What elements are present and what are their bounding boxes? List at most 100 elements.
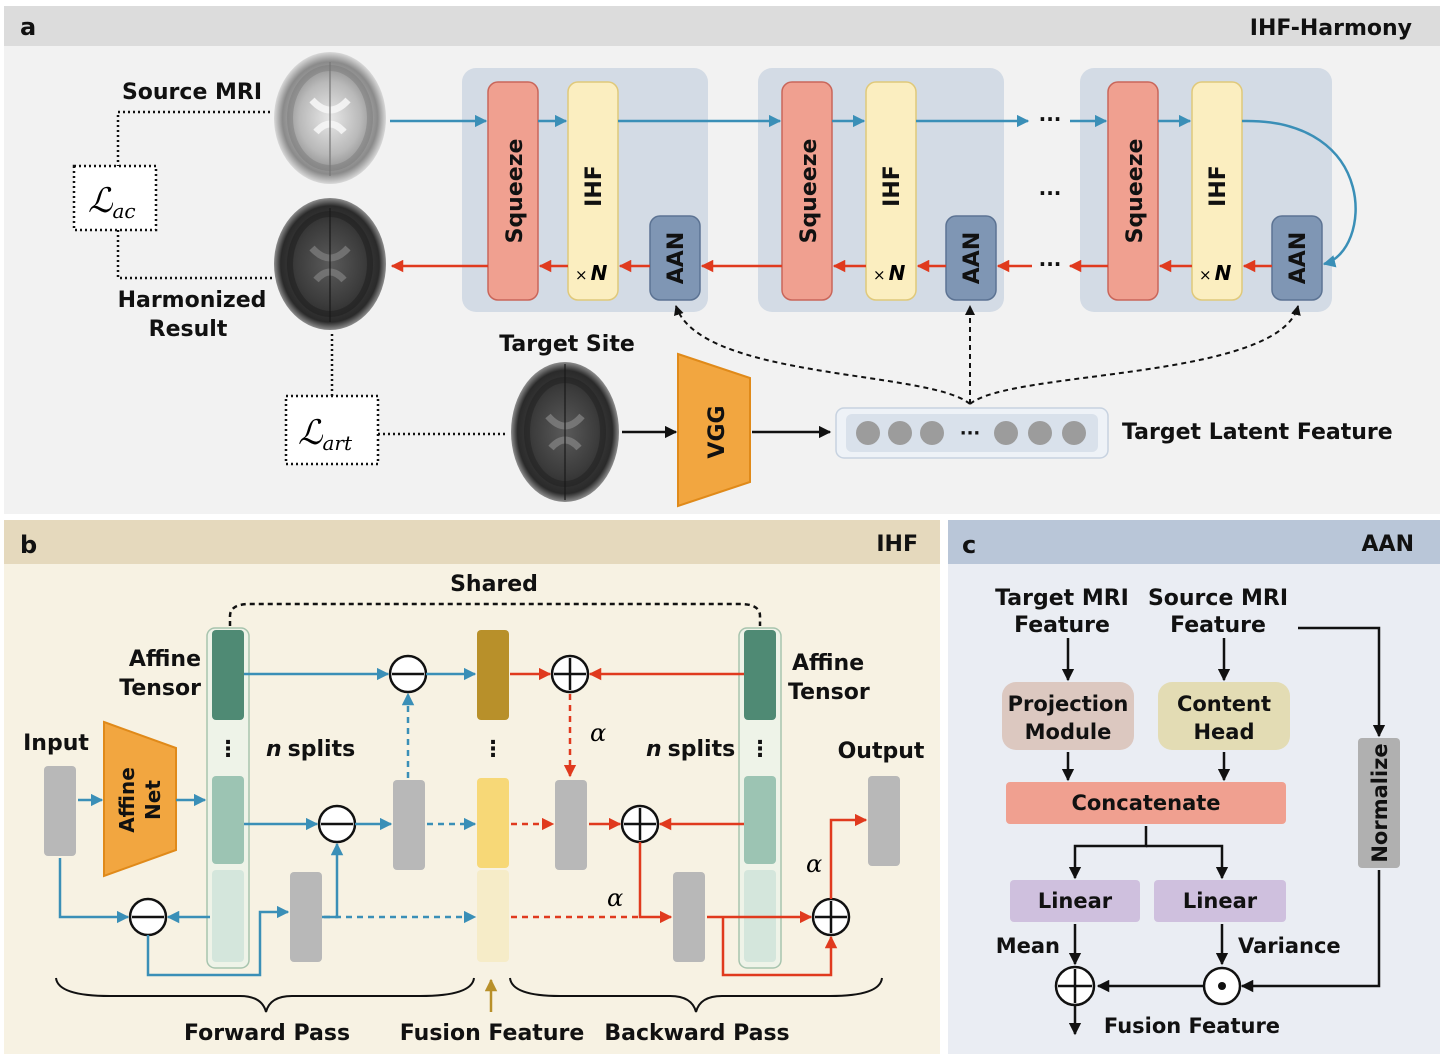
right-affine-label-2: Tensor <box>788 680 870 705</box>
fusion-feature-output-label: Fusion Feature <box>1104 1014 1280 1038</box>
latent-distribution-arrows <box>674 305 1301 405</box>
shared-label: Shared <box>450 572 538 597</box>
normalize-label: Normalize <box>1368 743 1392 862</box>
panel-b-letter: b <box>20 531 37 559</box>
ihf-backward-dashed-arrows <box>511 694 638 919</box>
fusion-feature-label: Fusion Feature <box>400 1021 585 1046</box>
left-affine-block-top <box>212 630 244 720</box>
panel-c-title: AAN <box>1362 532 1414 557</box>
ihf-block <box>1191 81 1243 301</box>
loss-ac-connector <box>116 110 272 280</box>
ellipsis-middle: ··· <box>1039 181 1062 205</box>
target-mri-feature-label-2: Feature <box>1014 613 1110 638</box>
right-affine-label-1: Affine <box>792 651 864 676</box>
target-site-label: Target Site <box>499 332 635 357</box>
panel-b: b IHF Shared ⋮ ⋮ Affine Tensor Affine Te… <box>4 520 940 1054</box>
projection-module-box <box>1002 682 1134 750</box>
forward-mid-block <box>393 780 425 870</box>
ihf-forward-dashed-arrows <box>324 692 477 924</box>
panel-c-letter: c <box>962 531 976 559</box>
forward-pass-label: Forward Pass <box>184 1021 350 1046</box>
panel-b-title: IHF <box>876 532 918 557</box>
right-affine-block-top <box>744 630 776 720</box>
content-head-label-2: Head <box>1193 720 1254 744</box>
ihf-forward-arrows <box>58 667 477 977</box>
forward-bottom-block <box>290 872 322 962</box>
loss-ac-symbol: ℒac <box>88 181 136 223</box>
concatenate-label: Concatenate <box>1071 791 1220 815</box>
backward-bottom-block <box>673 872 705 962</box>
harmonized-label-line-2: Result <box>149 317 228 342</box>
affine-net-label-2: Net <box>141 780 165 820</box>
projection-module-label-1: Projection <box>1008 692 1129 716</box>
forward-pass-brace <box>55 977 475 1013</box>
aan-label: AAN <box>1286 232 1311 284</box>
fusion-vdots: ⋮ <box>482 737 504 762</box>
squeeze-block <box>1107 81 1159 301</box>
stage-1: Squeeze IHF ×N AAN <box>487 81 701 301</box>
variance-label: Variance <box>1238 934 1341 958</box>
aan-block <box>1271 215 1323 301</box>
content-head-label-1: Content <box>1177 692 1271 716</box>
operator-glyphs <box>132 658 847 933</box>
target-site-image <box>511 362 619 502</box>
panel-c: c AAN Target MRI Feature Source MRI Feat… <box>948 520 1440 1054</box>
alpha-label-1: α <box>590 719 606 747</box>
ellipsis-top: ··· <box>1039 107 1062 131</box>
repeat-label: ×N <box>575 261 608 285</box>
loss-art-symbol: ℒart <box>298 413 353 455</box>
linear-box-1 <box>1010 880 1140 922</box>
aan-label: AAN <box>664 232 689 284</box>
left-affine-label-2: Tensor <box>119 676 201 701</box>
loss-art-box <box>284 394 380 466</box>
left-affine-block-mid <box>212 776 244 864</box>
aan-label: AAN <box>960 232 985 284</box>
source-mri-feature-label-2: Feature <box>1170 613 1266 638</box>
squeeze-label: Squeeze <box>503 139 528 244</box>
right-affine-block-mid <box>744 776 776 864</box>
squeeze-block <box>781 81 833 301</box>
output-block <box>868 776 900 866</box>
backward-pass-brace <box>509 977 883 1013</box>
source-mri-label: Source MRI <box>122 80 262 105</box>
alpha-label-2: α <box>607 884 623 912</box>
input-block <box>44 766 76 856</box>
normalize-box <box>1358 738 1400 868</box>
fusion-block-bottom <box>477 870 509 962</box>
panel-a-header <box>4 6 1440 46</box>
panel-a-title: IHF-Harmony <box>1250 16 1412 41</box>
ihf-backward-arrows <box>510 667 868 977</box>
ihf-block <box>865 81 917 301</box>
aan-block <box>649 215 701 301</box>
mean-label: Mean <box>996 934 1060 958</box>
latent-ellipsis: ··· <box>960 423 981 444</box>
affine-net-block <box>103 720 177 878</box>
content-head-box <box>1158 682 1290 750</box>
right-affine-vdots: ⋮ <box>749 737 771 762</box>
concatenate-box <box>1006 782 1286 824</box>
latent-feature-dots <box>856 421 1086 445</box>
target-mri-feature-label-1: Target MRI <box>995 586 1129 611</box>
fusion-block-mid <box>477 778 509 868</box>
harmonized-label-line-1: Harmonized <box>118 288 267 313</box>
alpha-label-3: α <box>806 850 822 878</box>
loss-art-connector <box>330 334 506 436</box>
panel-a: a IHF-Harmony Source MRI Harmonized Resu… <box>4 6 1440 514</box>
ihf-block <box>567 81 619 301</box>
target-latent-feature-label: Target Latent Feature <box>1122 420 1393 445</box>
left-affine-block-bottom <box>212 870 244 962</box>
squeeze-label: Squeeze <box>797 139 822 244</box>
projection-module-label-2: Module <box>1025 720 1112 744</box>
multiply-operator-dot <box>1218 982 1226 990</box>
squeeze-label: Squeeze <box>1123 139 1148 244</box>
squeeze-block <box>487 81 539 301</box>
linear-box-2 <box>1154 880 1286 922</box>
linear-label-1: Linear <box>1038 889 1113 913</box>
panel-b-header <box>4 520 940 564</box>
source-mri-feature-label-1: Source MRI <box>1148 586 1288 611</box>
panel-c-header <box>948 520 1440 564</box>
ihf-label: IHF <box>582 165 607 207</box>
ellipsis-bottom: ··· <box>1039 252 1062 276</box>
